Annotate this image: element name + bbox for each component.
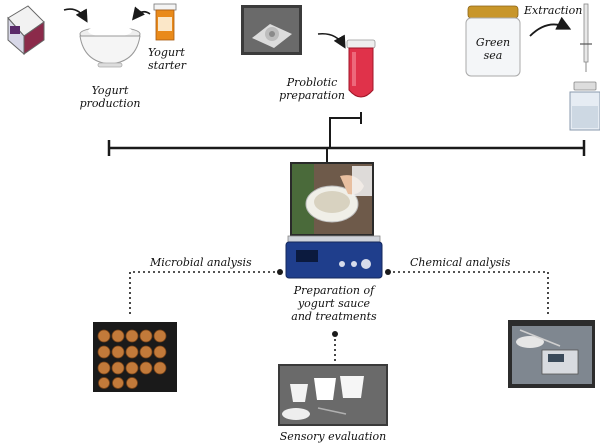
arrow-carton-to-bowl xyxy=(63,8,88,23)
arrow-device-to-tube xyxy=(317,32,346,49)
arrow-jar-to-extraction xyxy=(529,16,572,37)
starter-bottle-icon xyxy=(153,3,177,41)
dotted-connector-chemical xyxy=(388,271,549,316)
dotted-connector-microbial xyxy=(129,271,280,316)
label-extraction: Extraction xyxy=(524,4,583,17)
petri-dishes-photo xyxy=(93,322,177,392)
label-yogurt-starter: Yogurt starter xyxy=(148,46,187,72)
label-sensory-evaluation: Sensory evaluation xyxy=(279,430,387,443)
label-microbial-analysis: Microbial analysis xyxy=(150,256,252,269)
lab-scale-icon xyxy=(285,235,383,279)
arrow-starter-to-bowl xyxy=(132,6,151,21)
extract-bottle-icon xyxy=(569,81,600,131)
yogurt-bowl-icon xyxy=(79,25,141,68)
sensory-cups-photo xyxy=(278,364,388,426)
milk-carton-icon xyxy=(7,5,45,56)
label-preparation-treatments: Preparation of yogurt sauce and treatmen… xyxy=(291,284,377,323)
label-yogurt-production: Yogurt production xyxy=(79,84,141,110)
burette-icon xyxy=(580,3,592,72)
probiotic-tube-icon xyxy=(346,39,376,98)
probiotic-device-photo xyxy=(241,5,302,55)
label-green-sea: Green sea xyxy=(475,36,511,62)
preparation-photo xyxy=(290,162,374,236)
green-sea-jar-icon xyxy=(465,5,521,77)
label-probiotic-preparation: Problotic preparation xyxy=(279,76,345,102)
chemical-instrument-photo xyxy=(508,320,595,388)
label-chemical-analysis: Chemical analysis xyxy=(410,256,511,269)
connector-tube-to-bar xyxy=(329,117,361,148)
